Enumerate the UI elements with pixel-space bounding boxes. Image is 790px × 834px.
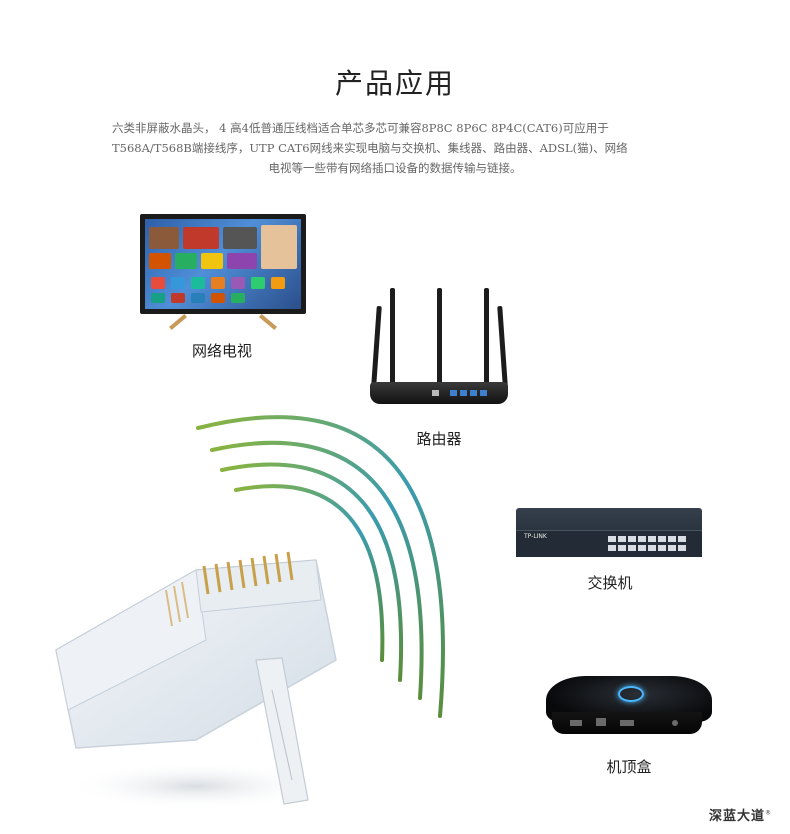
- description-line-1: 六类非屏蔽水晶头， 4 高4低普通压线档适合单芯多芯可兼容8P8C 8P6C 8…: [112, 121, 609, 135]
- smart-tv-icon: [140, 214, 306, 330]
- rj45-connector-icon: [55, 551, 337, 810]
- set-top-box-icon: [546, 676, 712, 746]
- wave-arc-3: [220, 462, 403, 682]
- registered-mark: ®: [765, 809, 772, 817]
- wave-arc-1: [196, 415, 445, 718]
- page-title: 产品应用: [334, 67, 455, 100]
- description-line-3: 电视等一些带有网络插口设备的数据传输与链接。: [268, 161, 522, 175]
- router-body: [370, 382, 508, 404]
- brand-logo: 深蓝大道®: [709, 805, 772, 824]
- router-label: 路由器: [416, 430, 462, 448]
- tv-screen: [140, 214, 306, 314]
- network-switch-icon: TP-LINK: [516, 508, 702, 558]
- product-description: 六类非屏蔽水晶头， 4 高4低普通压线档适合单芯多芯可兼容8P8C 8P6C 8…: [112, 118, 678, 178]
- wifi-router-icon: [366, 286, 512, 416]
- brand-logo-text: 深蓝大道: [708, 809, 765, 824]
- tv-label: 网络电视: [191, 342, 252, 360]
- switch-brand: TP-LINK: [524, 533, 547, 540]
- wave-arc-4: [234, 484, 385, 662]
- description-line-2: T568A/T568B端接线序，UTP CAT6网线来实现电脑与交换机、集线器、…: [112, 141, 628, 155]
- stb-power-ring: [618, 686, 644, 702]
- stb-label: 机顶盒: [606, 758, 652, 776]
- wave-arc-2: [210, 440, 424, 700]
- switch-label: 交换机: [587, 574, 633, 592]
